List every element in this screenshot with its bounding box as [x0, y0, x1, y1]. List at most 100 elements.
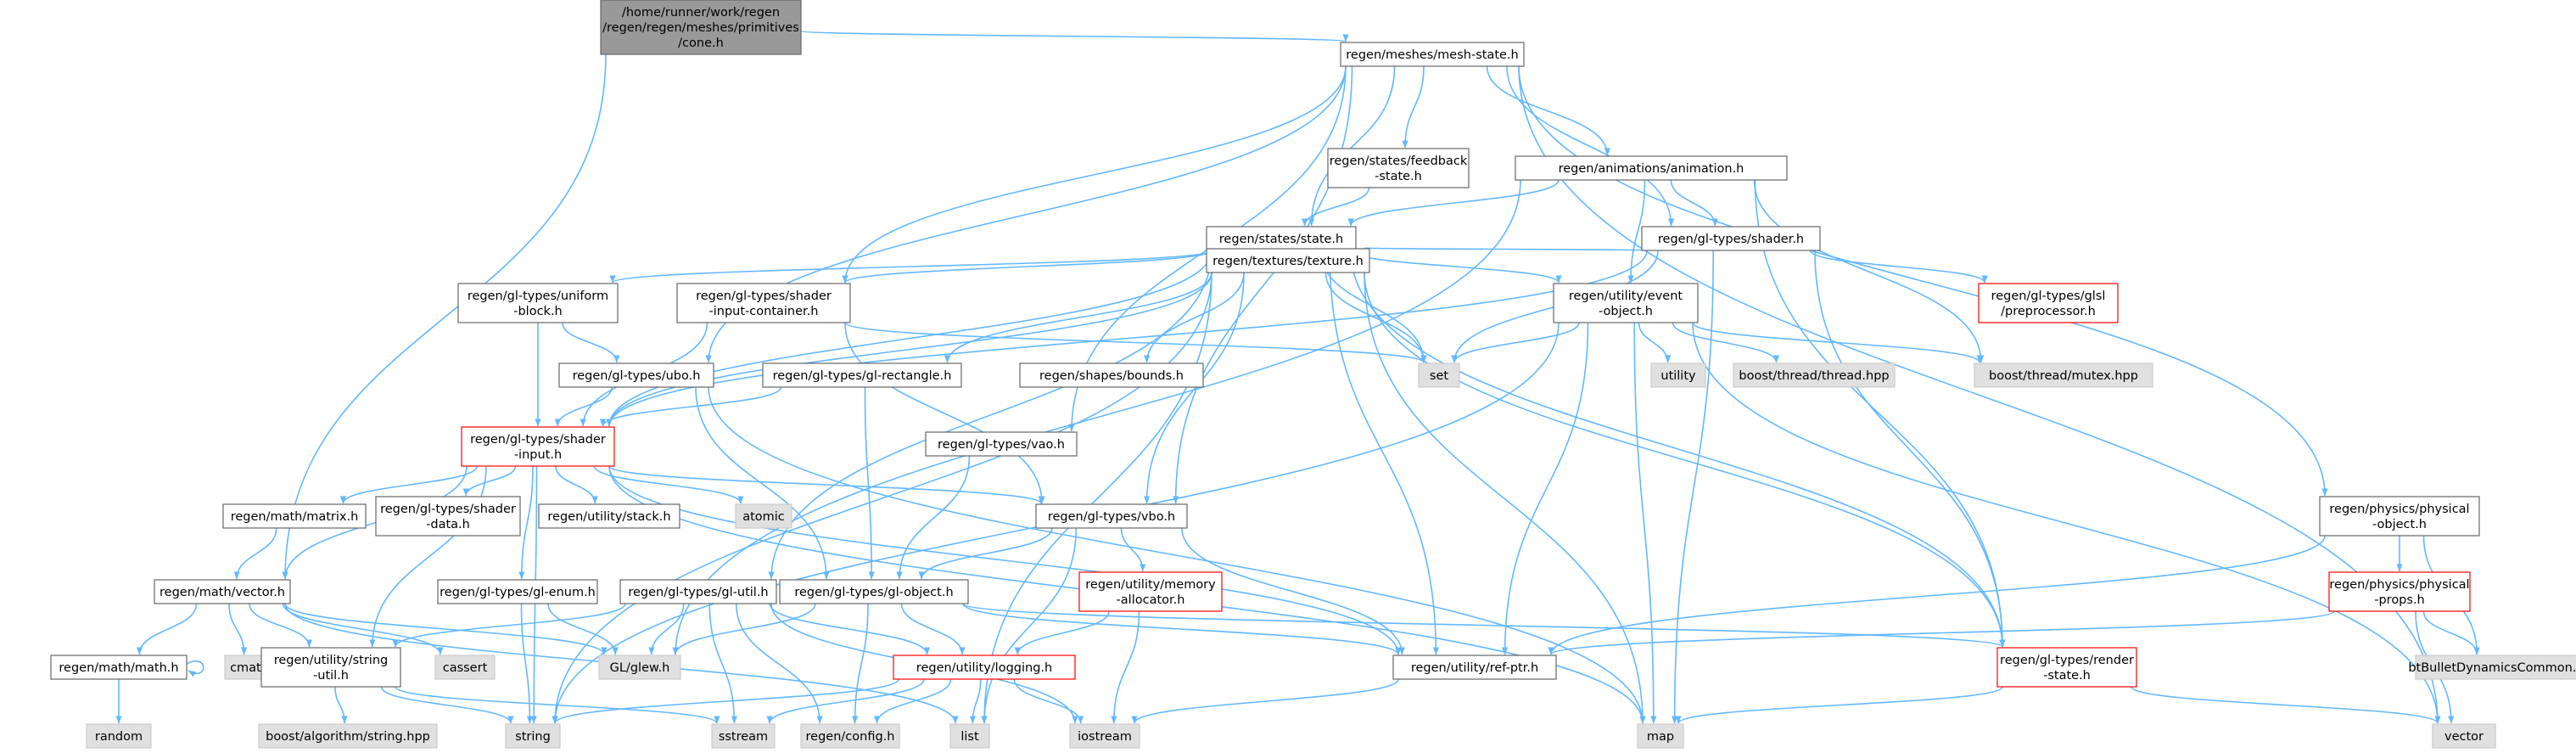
node-mesh-state[interactable]: regen/meshes/mesh-state.h — [1340, 42, 1525, 67]
edge-event-object-to-boost-thread — [1672, 322, 1780, 363]
node-label: map — [1647, 730, 1674, 744]
edge-texture-to-shader-input — [606, 272, 1212, 427]
edge-math-matrix-to-math-vector — [233, 527, 277, 580]
node-label: regen/states/feedback — [1330, 155, 1468, 168]
node-box — [1650, 362, 1706, 388]
node-ref-ptr[interactable]: regen/utility/ref-ptr.h — [1392, 655, 1557, 680]
node-gl-enum[interactable]: regen/gl-types/gl-enum.h — [437, 579, 598, 604]
node-box — [2319, 496, 2480, 537]
edge-mesh-state-to-shader — [1506, 65, 1675, 227]
node-render-state[interactable]: regen/gl-types/render-state.h — [1996, 647, 2137, 688]
node-texture[interactable]: regen/textures/texture.h — [1206, 248, 1370, 273]
node-box — [558, 362, 714, 388]
edge-gl-util-to-logging — [769, 603, 931, 655]
edge-shader-to-map — [1672, 250, 1715, 724]
edge-texture-to-render-state — [1364, 272, 2006, 648]
node-shader[interactable]: regen/gl-types/shader.h — [1641, 226, 1821, 251]
node-stack[interactable]: regen/utility/stack.h — [538, 503, 680, 529]
node-bt-bullet: btBulletDynamicsCommon.h — [2408, 655, 2576, 680]
node-label: regen/gl-types/glsl — [1991, 289, 2106, 303]
edge-gl-object-to-regen-config — [852, 603, 869, 724]
node-gl-object[interactable]: regen/gl-types/gl-object.h — [779, 579, 969, 604]
edge-math-math-to-math-math — [186, 660, 204, 677]
edge-state-to-gl-util — [768, 250, 1212, 580]
node-animation[interactable]: regen/animations/animation.h — [1515, 155, 1788, 181]
node-ubo[interactable]: regen/gl-types/ubo.h — [558, 362, 714, 388]
node-box — [1996, 647, 2137, 688]
edge-state-to-shader-input — [606, 250, 1212, 427]
edge-texture-to-list — [981, 272, 1212, 724]
node-mem-alloc[interactable]: regen/utility/memory-allocator.h — [1078, 571, 1223, 612]
edge-gl-rect-to-gl-object — [864, 386, 875, 580]
node-label: regen/physics/physical — [2329, 503, 2469, 516]
node-label: regen/gl-types/vao.h — [938, 438, 1065, 452]
node-gl-rect[interactable]: regen/gl-types/gl-rectangle.h — [762, 362, 962, 388]
node-vbo[interactable]: regen/gl-types/vbo.h — [1035, 503, 1188, 529]
node-shader-input[interactable]: regen/gl-types/shader-input.h — [461, 426, 615, 467]
node-box — [154, 579, 291, 604]
edge-ref-ptr-to-iostream — [1131, 678, 1399, 724]
edge-gl-enum-to-string — [520, 603, 533, 724]
node-label: -block.h — [513, 305, 563, 318]
edge-physical-props-to-bt-bullet — [2422, 610, 2480, 655]
node-math-math[interactable]: regen/math/math.h — [50, 655, 188, 680]
node-state[interactable]: regen/states/state.h — [1206, 226, 1357, 251]
node-label: regen/textures/texture.h — [1212, 255, 1364, 268]
node-label: regen/utility/stack.h — [547, 510, 670, 524]
edge-shader-input-to-vbo — [608, 465, 1044, 504]
node-logging[interactable]: regen/utility/logging.h — [893, 655, 1076, 680]
node-label: -object.h — [2372, 518, 2427, 531]
node-string-util[interactable]: regen/utility/string-util.h — [260, 647, 401, 688]
node-root[interactable]: /home/runner/work/regen/regen/regen/mesh… — [600, 0, 802, 55]
node-label: regen/math/matrix.h — [231, 510, 359, 524]
node-string: string — [505, 723, 561, 749]
edge-math-vector-to-glew — [284, 603, 608, 655]
node-feedback[interactable]: regen/states/feedback-state.h — [1327, 148, 1470, 188]
node-label: boost/thread/thread.hpp — [1739, 369, 1889, 383]
edge-gl-util-to-sstream — [708, 603, 737, 724]
node-label: string — [515, 730, 551, 744]
node-sic[interactable]: regen/gl-types/shader-input-container.h — [676, 283, 851, 323]
edge-string-util-to-sstream — [395, 686, 720, 724]
node-box — [505, 723, 561, 749]
node-box — [600, 0, 802, 55]
node-label: -util.h — [313, 669, 349, 683]
node-math-vector[interactable]: regen/math/vector.h — [154, 579, 291, 604]
node-box — [2328, 571, 2471, 612]
node-bounds[interactable]: regen/shapes/bounds.h — [1019, 362, 1204, 388]
node-box — [538, 503, 680, 529]
node-box — [1069, 723, 1140, 749]
node-glsl-pre[interactable]: regen/gl-types/glsl/preprocessor.h — [1978, 283, 2119, 323]
edge-gl-object-to-ref-ptr — [962, 603, 1402, 655]
node-label: /home/runner/work/regen — [622, 6, 780, 20]
node-box — [1035, 503, 1188, 529]
node-vao[interactable]: regen/gl-types/vao.h — [925, 431, 1078, 457]
node-event-object[interactable]: regen/utility/event-object.h — [1553, 283, 1699, 323]
edge-shader-to-render-state — [1814, 250, 2006, 648]
node-box — [1553, 283, 1699, 323]
edge-event-object-to-ref-ptr — [1502, 322, 1589, 655]
node-box — [1978, 283, 2119, 323]
node-physical-props[interactable]: regen/physics/physical-props.h — [2328, 571, 2471, 612]
edge-shader-input-to-atomic — [593, 465, 744, 504]
node-box — [949, 723, 990, 749]
edge-texture-to-set — [1324, 272, 1427, 363]
node-label: boost/algorithm/string.hpp — [266, 730, 430, 744]
node-uniform-block[interactable]: regen/gl-types/uniform-block.h — [457, 283, 619, 323]
edge-gl-object-to-render-state — [962, 603, 2006, 648]
node-shader-data[interactable]: regen/gl-types/shader-data.h — [375, 496, 521, 537]
edge-mesh-state-to-physical-object — [1518, 65, 2328, 497]
edge-vbo-to-mem-alloc — [1120, 527, 1146, 572]
edge-texture-to-string — [552, 272, 1212, 724]
node-math-matrix[interactable]: regen/math/matrix.h — [222, 503, 367, 529]
node-box — [598, 655, 681, 680]
node-gl-util[interactable]: regen/gl-types/gl-util.h — [619, 579, 777, 604]
node-label: regen/gl-types/gl-enum.h — [440, 586, 596, 599]
node-box — [1392, 655, 1557, 680]
node-list: list — [949, 723, 990, 749]
node-label: -input-container.h — [709, 305, 819, 318]
edge-state-to-ref-ptr — [1329, 250, 1439, 655]
edge-event-object-to-map — [1633, 322, 1657, 724]
node-physical-object[interactable]: regen/physics/physical -object.h — [2319, 496, 2480, 537]
node-label: vector — [2444, 730, 2484, 744]
